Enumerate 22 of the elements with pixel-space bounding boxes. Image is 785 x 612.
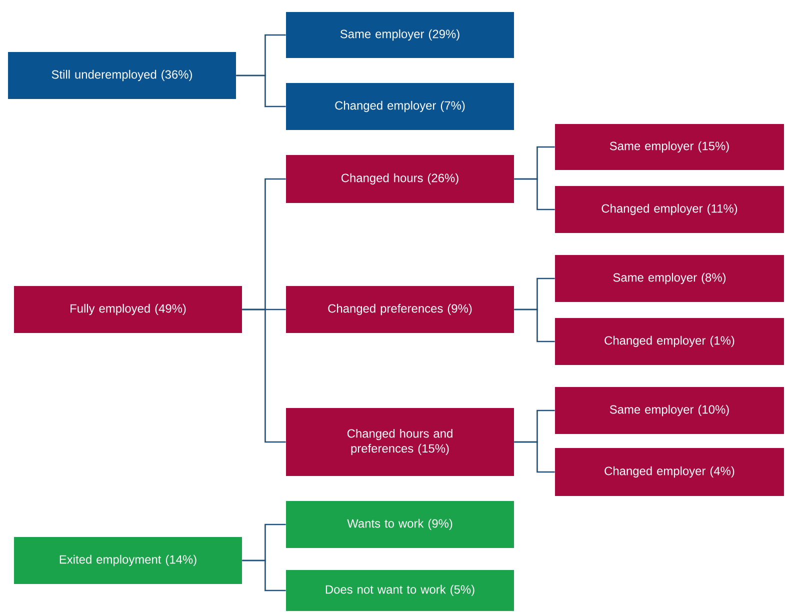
category-box: Changed preferences (9%) xyxy=(286,286,514,333)
connector-line xyxy=(514,178,555,210)
connector-line xyxy=(242,560,286,592)
category-box: Fully employed (49%) xyxy=(14,286,242,333)
connector-line xyxy=(236,74,286,108)
connector-line xyxy=(514,441,555,473)
category-box: Does not want to work (5%) xyxy=(286,570,514,611)
category-box: Changed hours (26%) xyxy=(286,155,514,203)
connector-line xyxy=(514,308,555,342)
category-box: Wants to work (9%) xyxy=(286,501,514,548)
category-box: Changed employer (11%) xyxy=(555,186,784,233)
category-box: Same employer (10%) xyxy=(555,387,784,434)
category-box: Same employer (15%) xyxy=(555,124,784,170)
category-box: Still underemployed (36%) xyxy=(8,52,236,99)
category-box: Same employer (8%) xyxy=(555,255,784,302)
category-box: Changed hours and preferences (15%) xyxy=(286,408,514,476)
category-box: Same employer (29%) xyxy=(286,12,514,58)
category-box: Changed employer (4%) xyxy=(555,448,784,496)
connector-line xyxy=(242,308,286,443)
category-box: Changed employer (1%) xyxy=(555,318,784,365)
category-box: Exited employment (14%) xyxy=(14,537,242,584)
category-box: Changed employer (7%) xyxy=(286,83,514,130)
